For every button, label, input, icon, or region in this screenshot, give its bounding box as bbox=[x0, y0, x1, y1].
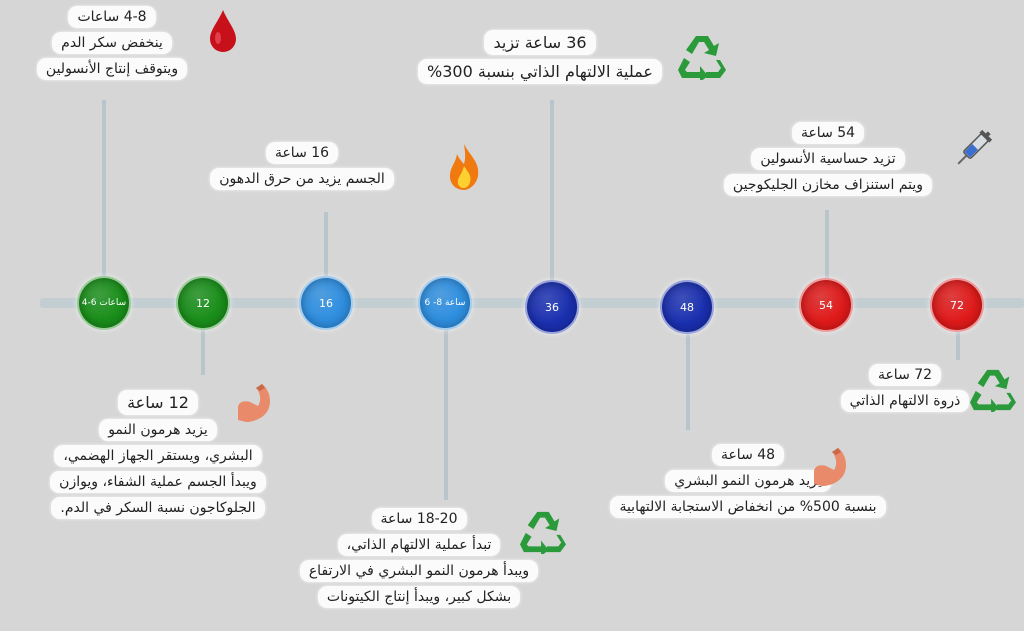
connector-16h bbox=[324, 212, 328, 286]
callout-line: تبدأ عملية الالتهام الذاتي، bbox=[337, 534, 501, 556]
callout-title: 54 ساعة bbox=[791, 122, 865, 144]
callout-line: يزيد هرمون النمو bbox=[99, 419, 217, 441]
timeline-node: 6 -8 ساعة bbox=[418, 276, 472, 330]
callout-18-20h: 18-20 ساعة تبدأ عملية الالتهام الذاتي، و… bbox=[286, 508, 552, 608]
recycle-icon bbox=[520, 511, 566, 554]
timeline-node: 4-6 ساعات bbox=[77, 276, 131, 330]
timeline-node: 54 bbox=[799, 278, 853, 332]
callout-title: 12 ساعة bbox=[118, 390, 198, 415]
callout-title: 36 ساعة تزيد bbox=[484, 30, 596, 55]
blood-drop-icon bbox=[210, 10, 236, 52]
flexed-arm-icon bbox=[238, 384, 270, 422]
timeline-node: 12 bbox=[176, 276, 230, 330]
callout-line: ويبدأ هرمون النمو البشري في الارتفاع bbox=[299, 560, 539, 582]
callout-line: ويبدأ الجسم عملية الشفاء، ويوازن bbox=[50, 471, 266, 493]
callout-36h: 36 ساعة تزيد عملية الالتهام الذاتي بنسبة… bbox=[408, 30, 672, 84]
callout-title: 18-20 ساعة bbox=[371, 508, 467, 530]
recycle-icon bbox=[970, 369, 1016, 412]
callout-48h: 48 ساعة يزيد هرمون النمو البشري بنسبة 50… bbox=[578, 444, 918, 518]
callout-title: 16 ساعة bbox=[265, 142, 339, 164]
connector-18-20h bbox=[444, 330, 448, 500]
callout-line: تزيد حساسية الأنسولين bbox=[751, 148, 905, 170]
connector-48h bbox=[686, 332, 690, 430]
callout-16h: 16 ساعة الجسم يزيد من حرق الدهون bbox=[198, 142, 406, 190]
timeline-node: 36 bbox=[525, 280, 579, 334]
timeline-node: 16 bbox=[299, 276, 353, 330]
callout-12h: 12 ساعة يزيد هرمون النمو البشري، ويستقر … bbox=[30, 390, 286, 519]
callout-4-8h: 4-8 ساعات ينخفض سكر الدم ويتوقف إنتاج ال… bbox=[28, 6, 196, 80]
connector-4-8h bbox=[102, 100, 106, 286]
callout-line: يزيد هرمون النمو البشري bbox=[665, 470, 831, 492]
connector-72h bbox=[956, 332, 960, 360]
callout-line: ويتم استنزاف مخازن الجليكوجين bbox=[723, 174, 933, 196]
timeline-node: 72 bbox=[930, 278, 984, 332]
flame-icon bbox=[449, 144, 479, 190]
callout-line: ينخفض سكر الدم bbox=[52, 32, 172, 54]
callout-title: 72 ساعة bbox=[868, 364, 942, 386]
callout-line: ذروة الالتهام الذاتي bbox=[840, 390, 970, 412]
connector-36h bbox=[550, 100, 554, 286]
callout-line: الجلوكاجون نسبة السكر في الدم. bbox=[51, 497, 265, 519]
callout-title: 4-8 ساعات bbox=[68, 6, 156, 28]
connector-54h bbox=[825, 210, 829, 286]
recycle-icon bbox=[678, 36, 726, 80]
callout-line: بنسبة 500% من انخفاض الاستجابة الالتهابي… bbox=[610, 496, 886, 518]
flexed-arm-icon bbox=[814, 448, 846, 486]
syringe-icon bbox=[957, 129, 993, 165]
callout-line: ويتوقف إنتاج الأنسولين bbox=[36, 58, 188, 80]
callout-line: الجسم يزيد من حرق الدهون bbox=[210, 168, 394, 190]
callout-72h: 72 ساعة ذروة الالتهام الذاتي bbox=[830, 364, 980, 412]
callout-title: 48 ساعة bbox=[711, 444, 785, 466]
callout-line: البشري، ويستقر الجهاز الهضمي، bbox=[54, 445, 262, 467]
callout-line: بشكل كبير، ويبدأ إنتاج الكيتونات bbox=[317, 586, 521, 608]
connector-12h bbox=[201, 330, 205, 375]
timeline-node: 48 bbox=[660, 280, 714, 334]
callout-line: عملية الالتهام الذاتي بنسبة 300% bbox=[418, 59, 662, 84]
callout-54h: 54 ساعة تزيد حساسية الأنسولين ويتم استنز… bbox=[700, 122, 956, 196]
